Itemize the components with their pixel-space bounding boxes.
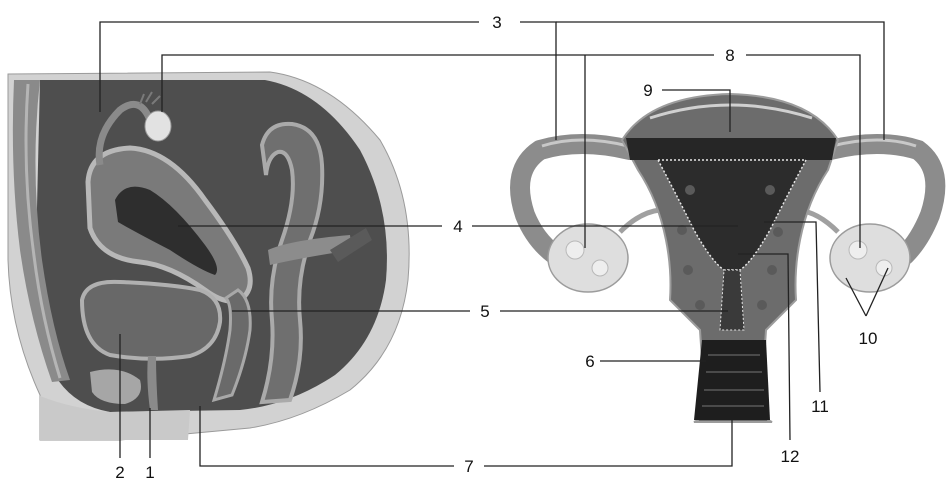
label-7: 7	[464, 457, 473, 476]
label-6: 6	[585, 352, 594, 371]
ovary-left	[145, 111, 171, 141]
bladder	[82, 282, 220, 359]
label-5: 5	[480, 302, 489, 321]
label-9: 9	[643, 81, 652, 100]
sagittal-section	[8, 72, 409, 440]
label-4: 4	[453, 217, 462, 236]
frontal-section	[520, 94, 935, 422]
ovary-right-frontal	[830, 224, 910, 292]
label-12: 12	[781, 447, 800, 466]
vagina-frontal	[694, 340, 770, 420]
label-11: 11	[811, 397, 829, 416]
cervical-canal	[720, 270, 744, 330]
leader-7-right	[484, 420, 732, 466]
ovary-left-frontal	[548, 224, 628, 292]
label-3: 3	[492, 13, 501, 32]
follicle	[849, 241, 867, 259]
label-1: 1	[145, 463, 154, 482]
follicle	[876, 260, 892, 276]
follicle	[566, 241, 584, 259]
label-8: 8	[725, 46, 734, 65]
ovarian-ligament-left	[620, 210, 660, 232]
fundus-band	[626, 138, 836, 160]
follicle	[592, 260, 608, 276]
leader-3-mid	[520, 22, 556, 140]
label-2: 2	[115, 463, 124, 482]
label-10: 10	[859, 329, 878, 348]
